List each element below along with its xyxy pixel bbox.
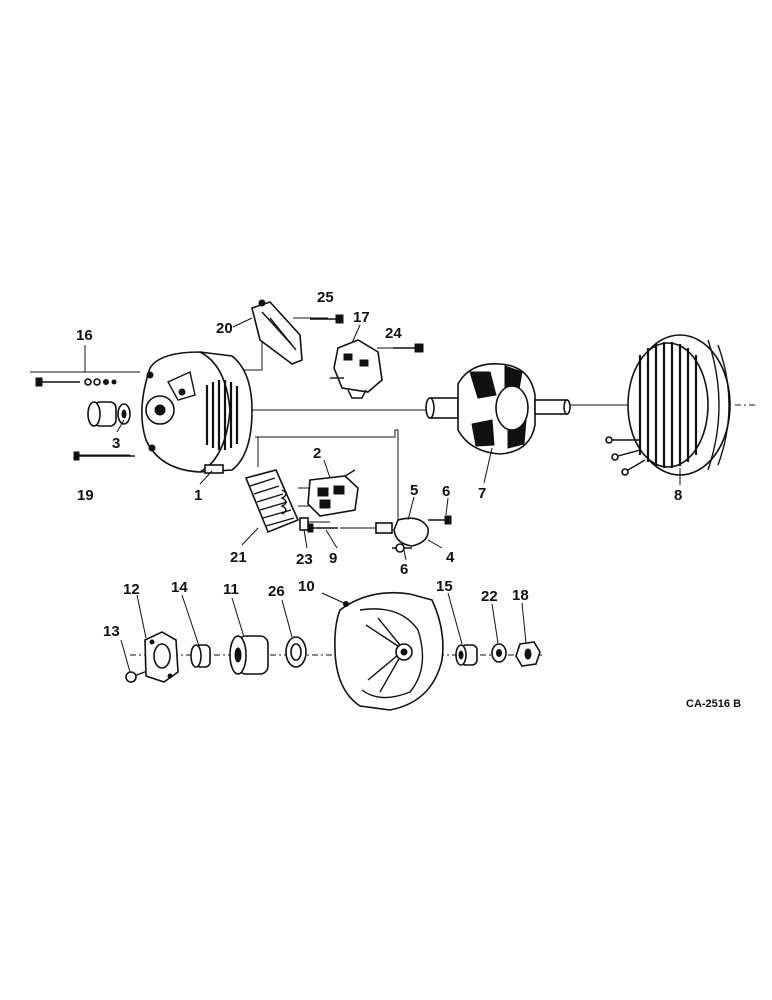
callout-19: 19 [77,487,94,504]
nut-icon [111,379,117,385]
callout-13: 13 [103,623,120,640]
figure-code: CA-2516 B [686,698,741,710]
rectifier-bridge-21 [244,469,300,534]
slip-ring-end-frame-10 [334,591,444,711]
callout-20: 20 [216,320,233,337]
bracket-icon [251,301,303,365]
callout-17: 17 [353,309,370,326]
washer-icon [93,378,101,386]
rotor-shaft-end-icon [534,399,568,415]
callout-4: 4 [446,549,455,566]
callout-22: 22 [481,588,498,605]
washer-26 [285,636,307,668]
callout-9: 9 [329,550,337,567]
callout-21: 21 [230,549,247,566]
callout-5: 5 [410,482,418,499]
bearing-15 [455,644,478,666]
terminal-icon [375,522,393,534]
bracket-20 [251,299,303,365]
thru-bolt-assembly [35,377,117,387]
stator-windings [638,342,698,468]
callout-23: 23 [296,551,313,568]
callout-6-lower: 6 [400,561,408,578]
callout-2: 2 [313,445,321,462]
bolt-head-icon [335,314,344,324]
bolt-head-icon [125,671,137,683]
washer-icon [395,543,405,553]
callout-3: 3 [112,435,120,452]
callout-24: 24 [385,325,402,342]
callout-18: 18 [512,587,529,604]
callout-12: 12 [123,581,140,598]
bolt-19 [73,451,135,461]
retainer-plate-12 [144,631,179,683]
bolt-head-icon [414,343,424,353]
callout-8: 8 [674,487,682,504]
collar-3 [87,401,131,427]
screw-25 [310,314,344,324]
brush-holder-icon [333,339,383,393]
bolt-head-icon [35,377,43,387]
callout-14: 14 [171,579,188,596]
washer-icon [84,378,92,386]
terminal-assembly [375,515,452,553]
nut-icon [103,379,109,385]
stator-8 [605,334,731,476]
screw-24 [393,343,424,353]
callout-7: 7 [478,485,486,502]
callout-26: 26 [268,583,285,600]
callout-6-upper: 6 [442,483,450,500]
rectifier-bridge-icon [244,469,300,534]
bolt-head-icon [73,451,80,461]
leader-lines [116,317,681,673]
callout-25: 25 [317,289,334,306]
bearing-14 [190,644,211,668]
callout-11: 11 [223,581,239,598]
bolt-icon [299,517,309,531]
regulator-2 [307,469,359,517]
rotor-7 [425,363,571,455]
screws-23-9 [299,517,338,533]
callout-16: 16 [76,327,93,344]
drive-end-frame [141,351,253,474]
bearing-11 [229,635,269,675]
slip-ring-end-frame-icon [334,591,444,711]
callout-labels: 1 2 3 4 5 6 6 7 8 9 10 11 12 13 14 15 16… [76,289,682,640]
callout-1: 1 [194,487,202,504]
washer-22 [491,643,507,663]
screw-13 [125,669,151,683]
regulator-icon [307,475,359,517]
brush-holder-17 [330,339,383,399]
capacitor-icon [393,517,429,547]
callout-15: 15 [436,578,453,595]
cooling-fins [205,380,239,450]
callout-10: 10 [298,578,315,595]
nut-18 [515,641,541,667]
